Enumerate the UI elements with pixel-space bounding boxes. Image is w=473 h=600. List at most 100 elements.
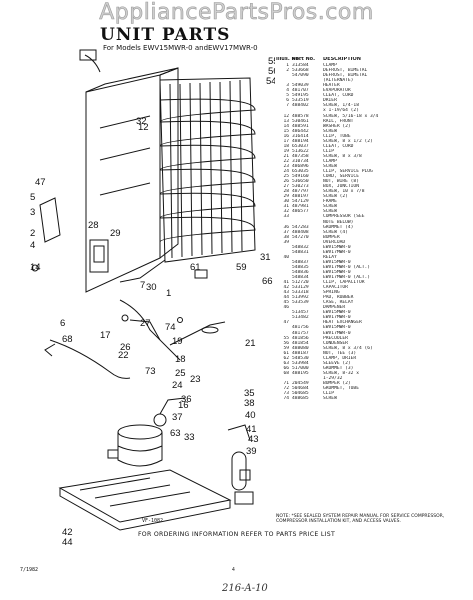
print-date: 7/1982 xyxy=(20,567,39,573)
callout-number: 40 xyxy=(245,410,256,421)
parts-row-illus-no: 73 xyxy=(283,391,289,397)
parts-row-illus-no: 41 xyxy=(283,280,289,286)
parts-row-part-no: 481854 xyxy=(292,340,309,346)
parts-row-description: DEFROST, BIMETAL xyxy=(323,68,368,74)
parts-row-part-no: 481757 xyxy=(292,330,309,336)
parts-row-illus-no: 37 xyxy=(283,229,289,235)
parts-row-description: x 1-19/64 (2) xyxy=(323,108,359,114)
parts-row-illus-no: 6 xyxy=(286,98,289,104)
parts-row-part-no: 547090 xyxy=(292,73,309,79)
parts-row-description: BOX, JUNCTION xyxy=(323,184,359,190)
parts-row-illus-no: 74 xyxy=(283,396,289,402)
parts-row-illus-no: 13 xyxy=(283,118,289,124)
parts-row-description: SCREW, 10 x 7/8 xyxy=(323,189,365,195)
callout-number: 14 xyxy=(30,262,41,273)
parts-row-part-no: 487797 xyxy=(292,189,309,195)
parts-row-part-no: 533668 xyxy=(292,68,309,74)
parts-row-part-no: 548831 xyxy=(292,249,309,255)
parts-row-description: CASE, RELAY xyxy=(323,300,354,306)
parts-row-part-no: 488578 xyxy=(292,113,309,119)
parts-row-part-no: 533539 xyxy=(292,300,309,306)
callout-number: 17 xyxy=(100,330,111,341)
parts-row-part-no: 548836 xyxy=(292,269,309,275)
parts-row-part-no: 548835 xyxy=(292,264,309,270)
parts-row-part-no: 517000 xyxy=(292,365,309,371)
parts-row-illus-no: 46 xyxy=(283,305,289,311)
parts-row-part-no: 547129 xyxy=(292,199,309,205)
parts-row-illus-no: 28 xyxy=(283,189,289,195)
callout-number: 25 xyxy=(175,368,186,379)
parts-row-illus-no: 63 xyxy=(283,360,289,366)
callout-number: 39 xyxy=(246,446,257,457)
parts-row-description: CAPACITOR xyxy=(323,285,348,291)
callout-number: 29 xyxy=(110,228,121,239)
parts-row-illus-no: 55 xyxy=(283,335,289,341)
callout-number: 61 xyxy=(190,262,201,273)
callout-number: 38 xyxy=(244,398,255,409)
parts-row-illus-no: 21 xyxy=(283,153,289,159)
parts-row-description: GROMMET (4) xyxy=(323,224,354,230)
parts-row-illus-no: 26 xyxy=(283,179,289,185)
parts-row-part-no: 487981 xyxy=(292,204,309,210)
parts-row-description: EWV15MWR-0 xyxy=(323,310,351,316)
parts-row-description: SCREW, 8 x 3/4 (6) xyxy=(323,345,373,351)
parts-row-description: CORD, SERVICE xyxy=(323,174,359,180)
parts-row-description: GROMMET, TUBE xyxy=(323,386,359,392)
handwritten-note: 216-A-10 xyxy=(222,583,268,594)
parts-row-description: SCREW (4) xyxy=(323,229,348,235)
parts-row-part-no: 548834 xyxy=(292,275,309,281)
parts-row-description: CLIP xyxy=(323,391,335,397)
callout-number: 6 xyxy=(60,318,65,329)
parts-row-part-no: 533318 xyxy=(292,290,309,296)
parts-row-illus-no: 39 xyxy=(283,239,289,245)
parts-row-description: SLEEVE (2) xyxy=(323,360,351,366)
parts-row-part-no: 513622 xyxy=(292,148,309,154)
callout-number: 21 xyxy=(245,338,256,349)
callout-number: 31 xyxy=(260,252,271,263)
parts-row-description: CLIP xyxy=(323,148,335,154)
parts-row-description: SCREW xyxy=(323,204,337,210)
parts-row-description: HEAT EXCHANGER xyxy=(323,320,362,326)
parts-list-header: Illus. No. Part No. DESCRIPTION xyxy=(276,57,472,62)
parts-row-description: COMPRESSOR (SEE xyxy=(323,214,365,220)
parts-row-part-no: 488197 xyxy=(292,194,309,200)
parts-row-description: CLIP, CAPACITOR xyxy=(323,280,365,286)
callout-number: 12 xyxy=(138,122,149,133)
callout-number: 3 xyxy=(30,207,35,218)
header-illus-no: Illus. No. xyxy=(276,57,301,62)
header-part-no: Part No. xyxy=(292,57,316,62)
parts-row-illus-no: 59 xyxy=(283,345,289,351)
parts-row-part-no: 533129 xyxy=(292,285,309,291)
callout-number: 22 xyxy=(118,350,129,361)
parts-row-illus-no: 30 xyxy=(283,199,289,205)
callout-number: 73 xyxy=(145,366,156,377)
parts-row-description: WASHER (2) xyxy=(323,123,351,129)
ordering-info: FOR ORDERING INFORMATION REFER TO PARTS … xyxy=(137,531,336,538)
parts-row-part-no: 486896 xyxy=(292,163,309,169)
parts-row-illus-no: 2 xyxy=(286,68,289,74)
callout-number: 24 xyxy=(172,380,183,391)
parts-row-illus-no: 61 xyxy=(283,350,289,356)
parts-row-illus-no: 36 xyxy=(283,224,289,230)
parts-row-illus-no: 56 xyxy=(283,340,289,346)
